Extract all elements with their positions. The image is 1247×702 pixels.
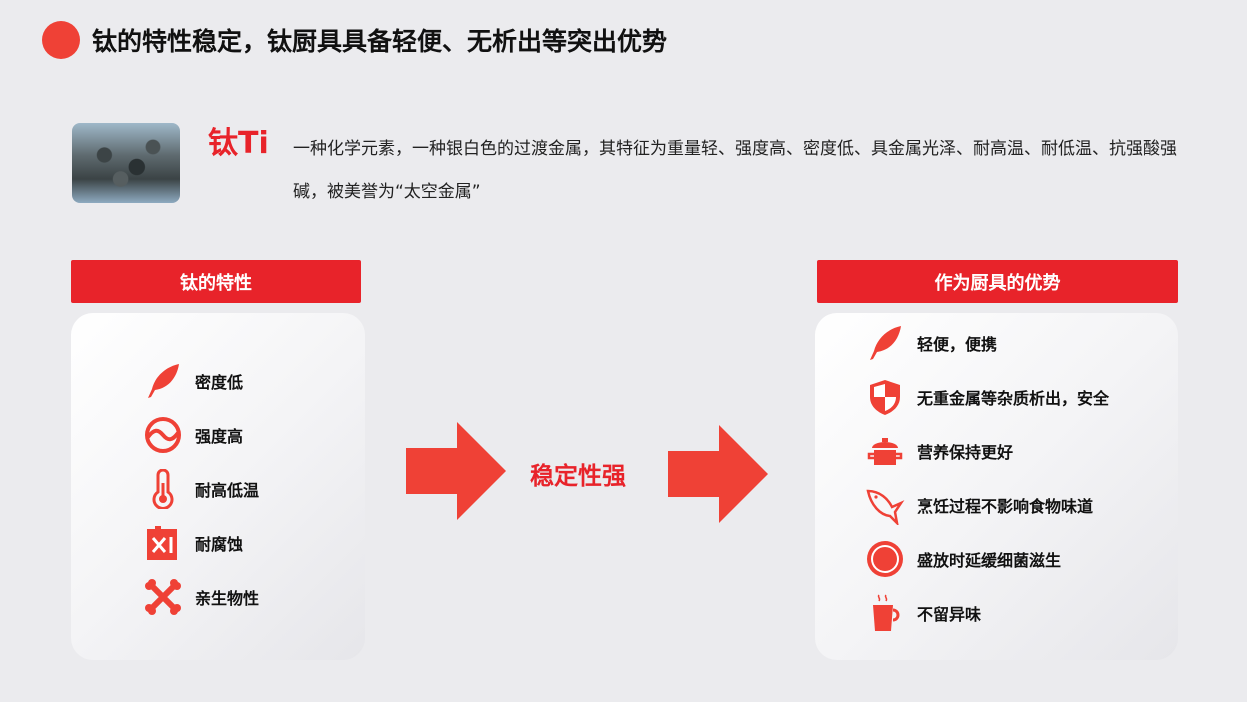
- left-header: 钛的特性: [71, 260, 361, 303]
- right-header: 作为厨具的优势: [817, 260, 1178, 303]
- crossbones-icon: [145, 579, 181, 615]
- list-item: 强度高: [143, 417, 243, 453]
- list-item: 不留异味: [865, 594, 981, 631]
- titanium-photo: [72, 123, 180, 203]
- element-name: 钛Ti: [208, 126, 269, 161]
- list-item: 亲生物性: [143, 579, 259, 615]
- center-label: 稳定性强: [530, 462, 626, 490]
- list-item: 耐腐蚀: [143, 525, 243, 561]
- pot-icon: [867, 438, 903, 465]
- properties-card: 密度低 强度高 耐高低温 耐腐蚀 亲生物性: [71, 313, 365, 660]
- chemical-canister-icon: [147, 526, 177, 560]
- list-item: 盛放时延缓细菌滋生: [865, 541, 1061, 577]
- list-item: 烹饪过程不影响食物味道: [865, 487, 1093, 525]
- list-item: 无重金属等杂质析出，安全: [865, 379, 1109, 415]
- cup-icon: [873, 594, 900, 631]
- feather-icon: [870, 326, 901, 360]
- list-item: 密度低: [143, 363, 243, 399]
- element-description: 一种化学元素，一种银白色的过渡金属，其特征为重量轻、强度高、密度低、具金属光泽、…: [293, 139, 1177, 202]
- page-title: 钛的特性稳定，钛厨具具备轻便、无析出等突出优势: [92, 27, 668, 56]
- arrow-right-icon: [406, 422, 506, 520]
- plate-icon: [867, 541, 903, 577]
- arrow-right-icon: [668, 425, 768, 523]
- list-item: 轻便，便携: [865, 325, 997, 361]
- shield-icon: [870, 380, 900, 415]
- wave-circle-icon: [145, 417, 181, 453]
- list-item: 营养保持更好: [865, 433, 1013, 469]
- title-bullet: [42, 21, 80, 59]
- feather-icon: [148, 364, 179, 398]
- advantages-card: 轻便，便携 无重金属等杂质析出，安全 营养保持更好 烹饪过程不影响食物味道 盛放…: [815, 313, 1178, 660]
- list-item: 耐高低温: [143, 469, 259, 509]
- thermometer-icon: [152, 469, 174, 509]
- fish-icon: [866, 489, 905, 525]
